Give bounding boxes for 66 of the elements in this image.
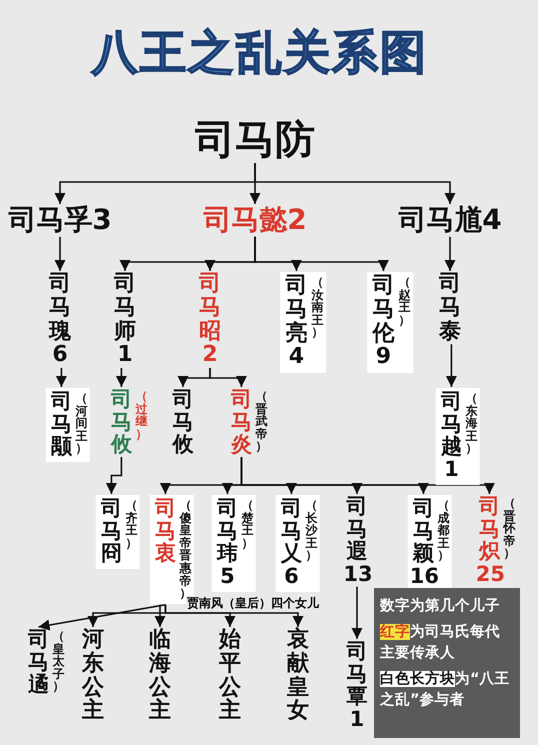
title-note: （过继） — [135, 390, 148, 440]
title-note: （长沙王） — [305, 499, 318, 562]
person-name: 司马攸 — [170, 388, 194, 456]
person-name: 司马遹 — [26, 628, 50, 696]
arrow — [240, 457, 495, 494]
person-name: 司马瑰6 — [48, 272, 72, 367]
person-name: 临海公主 — [148, 628, 172, 723]
person-name: 司马衷 — [154, 497, 177, 566]
participant-card — [276, 495, 320, 592]
title-note: （皇太子） — [52, 630, 66, 693]
person-name: 司马泰 — [438, 272, 462, 344]
arrow — [254, 236, 389, 271]
arrow — [116, 368, 127, 387]
person-name: 河东公主 — [80, 628, 105, 723]
person-name: 司马孚3 — [8, 205, 112, 236]
person-name: 司马乂6 — [280, 497, 303, 588]
arrow — [106, 457, 122, 494]
title-note: （齐王） — [125, 499, 138, 550]
person-name: 司马防 — [195, 118, 315, 162]
person-name: 司马炎 — [230, 388, 253, 456]
title: 八王之乱关系图 — [90, 24, 429, 81]
arrow — [444, 236, 456, 271]
title-note: （楚王） — [241, 499, 254, 550]
title-note: （汝南王） — [310, 276, 324, 339]
arrow — [446, 344, 457, 387]
title-note: （晋武帝） — [255, 390, 268, 453]
title-note: （成都王） — [437, 499, 450, 562]
person-name: 始平公主 — [218, 628, 242, 723]
arrow — [164, 604, 304, 627]
person-name: 司马炽25 — [476, 495, 504, 586]
person-name: 司马颙 — [50, 390, 73, 458]
person-name: 司马覃1 — [346, 640, 368, 731]
arrow — [38, 604, 166, 631]
arrow — [209, 368, 247, 387]
legend-note: 白色长方块为“八王之乱”参与者 — [380, 669, 511, 710]
participant-card — [212, 495, 256, 592]
arrow — [351, 586, 363, 639]
edge-label: 贾南风（皇后）四个女儿 — [186, 596, 320, 610]
person-name: 司马冏 — [100, 497, 123, 566]
title-note: （晋怀帝） — [503, 497, 516, 560]
person-name: 司马攸 — [109, 388, 133, 456]
legend-note: 数字为第几个儿子 — [380, 596, 501, 616]
title-note: （赵王） — [398, 276, 411, 326]
person-name: 司马馗4 — [398, 205, 502, 236]
participant-card — [46, 388, 90, 462]
participant-card — [280, 272, 326, 373]
legend-note: 红字为司马氏每代主要传承人 — [380, 622, 501, 664]
person-name: 司马昭2 — [198, 272, 222, 367]
person-name: 司马玮5 — [215, 497, 239, 588]
person-name: 司马颖16 — [410, 497, 438, 588]
person-name: 司马越1 — [440, 390, 463, 481]
arrow — [56, 368, 67, 387]
arrow — [154, 604, 166, 627]
person-name: 司马师1 — [112, 272, 137, 367]
arrow — [254, 163, 456, 204]
person-name: 哀献皇女 — [286, 628, 310, 723]
person-name: 司马亮4 — [284, 274, 308, 369]
title-note: （东海王） — [465, 392, 478, 455]
title-note: （河间王） — [75, 392, 88, 455]
arrow — [54, 236, 66, 271]
person-name: 司马懿2 — [203, 205, 307, 236]
participant-card — [436, 388, 480, 485]
person-name: 司马遐13 — [343, 495, 371, 586]
participant-card — [367, 272, 413, 373]
person-name: 司马伦9 — [371, 274, 396, 369]
participant-card — [96, 495, 140, 570]
